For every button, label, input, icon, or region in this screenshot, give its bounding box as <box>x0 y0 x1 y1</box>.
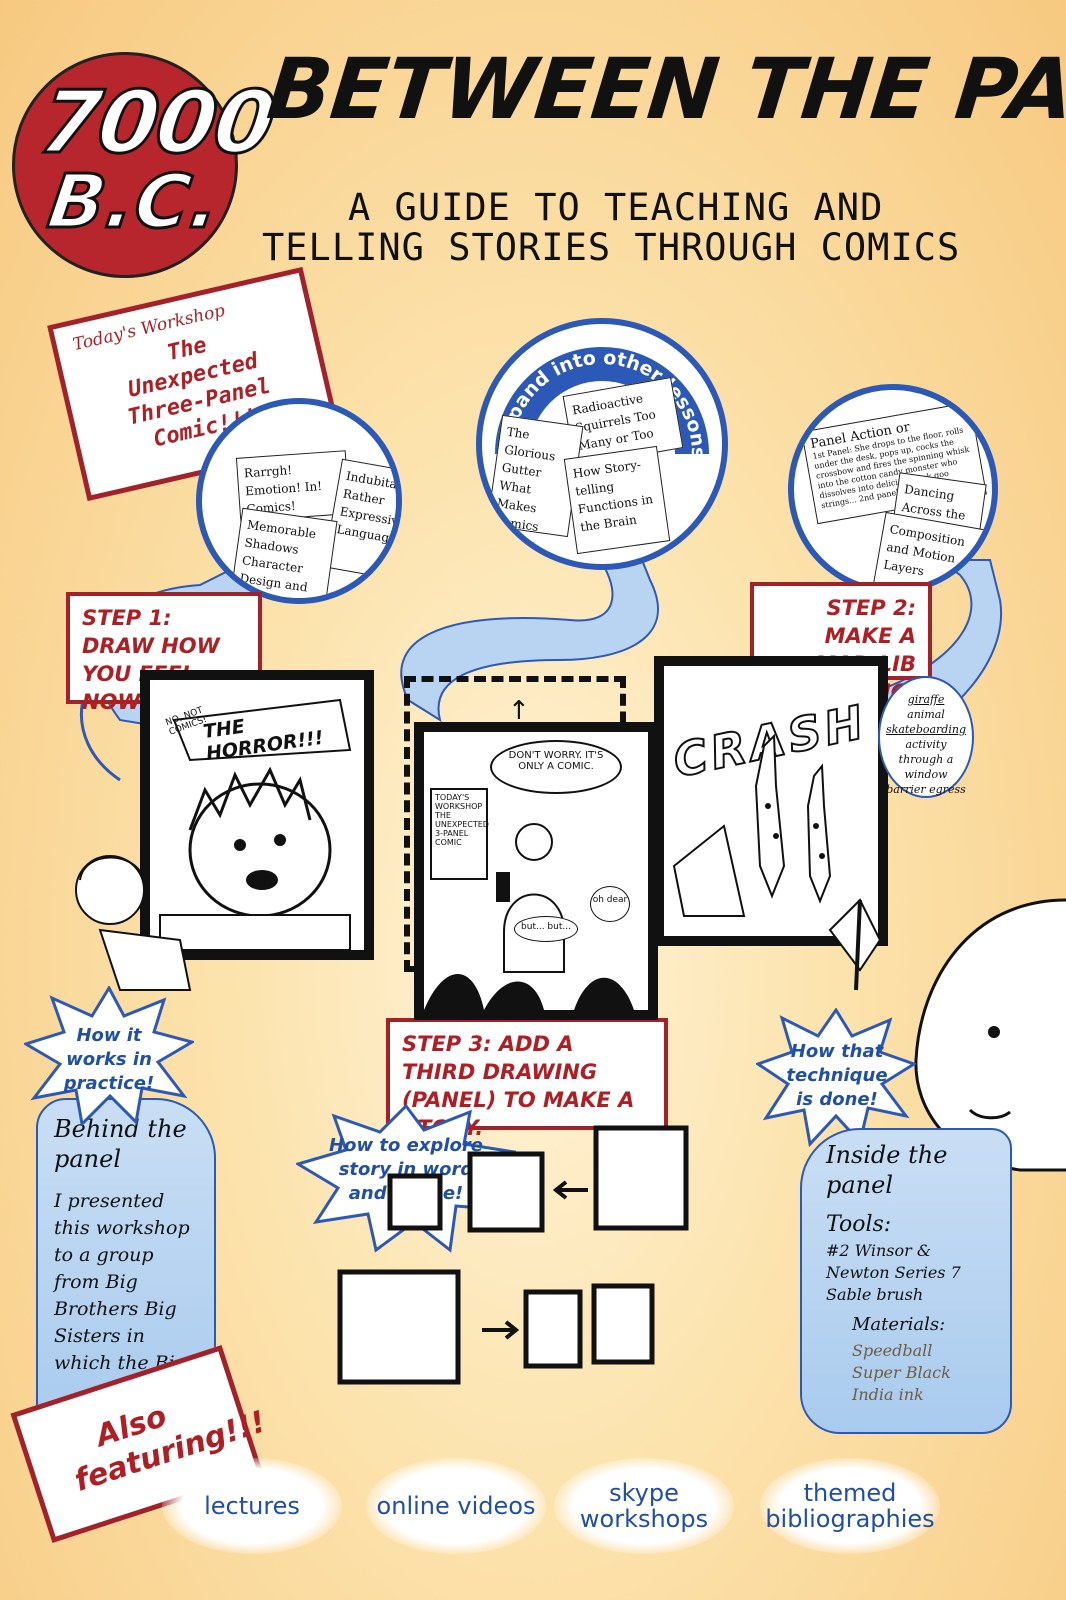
woman-figure <box>828 898 1066 1172</box>
burst-practice-shape <box>24 986 194 1126</box>
madlib-word2: animal <box>907 708 945 721</box>
inside-panel-ribbon: Inside the panel Tools: #2 Winsor & Newt… <box>800 1128 1012 1434</box>
bubble-left: Rarrgh! Emotion! In! Comics! Indubitably… <box>196 398 402 604</box>
feature-themed-bibliographies[interactable]: themed bibliographies <box>760 1458 940 1554</box>
feature-lectures[interactable]: lectures <box>162 1458 342 1554</box>
panel1-drawing <box>159 698 352 950</box>
inside-panel-tools-label: Tools: <box>826 1212 892 1237</box>
bubble-middle: expand into other lessons Radioactive Sq… <box>476 318 728 570</box>
madlib-word3: skateboarding <box>886 723 966 736</box>
panel2-ohdear-bubble: oh dear <box>590 886 630 922</box>
note-shadows: Memorable Shadows Character Design and S… <box>230 507 338 598</box>
inside-panel-materials: Speedball Super Black India ink <box>852 1341 951 1404</box>
panel2-whiteboard: TODAY'S WORKSHOP THE UNEXPECTED 3-PANEL … <box>430 788 489 880</box>
madlib-word1: giraffe <box>907 693 945 706</box>
inside-panel-materials-label: Materials: <box>852 1314 946 1335</box>
subtitle-line2: TELLING STORIES THROUGH COMICS <box>262 226 961 269</box>
panel3-drawing <box>672 733 832 917</box>
step3-card: STEP 3: ADD A THIRD DRAWING (PANEL) TO M… <box>386 1018 668 1140</box>
feature-online-videos[interactable]: online videos <box>366 1458 546 1554</box>
feature-skype-workshops[interactable]: skype workshops <box>554 1458 734 1554</box>
note-storytelling: How Story-telling Functions in the Brain <box>563 445 671 555</box>
comic-panel-3: CRASH <box>654 656 888 946</box>
panel2-drawing <box>424 823 634 1010</box>
logo-7000bc: 7000 B.C. <box>12 52 281 278</box>
mini-thumbnails <box>337 1125 689 1385</box>
burst-technique-shape <box>756 1008 916 1148</box>
up-arrow-icon: ↑ <box>508 696 530 726</box>
madlib-word5: through a window <box>898 753 954 781</box>
madlib-list: giraffe animal skateboarding activity th… <box>878 676 974 798</box>
comic-panel-2: DON'T WORRY. IT'S ONLY A COMIC. TODAY'S … <box>414 722 658 1020</box>
burst-practice-text: How it works in practice! <box>63 1025 155 1094</box>
panel2-reply-bubble: but... but... <box>514 916 578 942</box>
behind-panel-body: I presented this workshop to a group fro… <box>54 1190 197 1374</box>
burst-technique-text: How that technique is done! <box>786 1041 888 1110</box>
panel2-speech-bubble: DON'T WORRY. IT'S ONLY A COMIC. <box>490 740 622 794</box>
madlib-word4: activity <box>905 738 947 751</box>
subtitle-line1: A GUIDE TO TEACHING AND <box>348 186 884 229</box>
boy-figure <box>75 855 192 991</box>
inside-panel-heading: Inside the panel <box>826 1141 948 1199</box>
bubble-right: Panel Action or 1st Panel: She drops to … <box>788 384 998 594</box>
comic-panel-1: NO, NOT COMICS! THE HORROR!!! <box>140 670 374 960</box>
madlib-word6: barrier egress <box>886 783 966 796</box>
behind-panel-heading: Behind the panel <box>54 1115 187 1173</box>
inside-panel-tools: #2 Winsor & Newton Series 7 Sable brush <box>826 1241 961 1304</box>
